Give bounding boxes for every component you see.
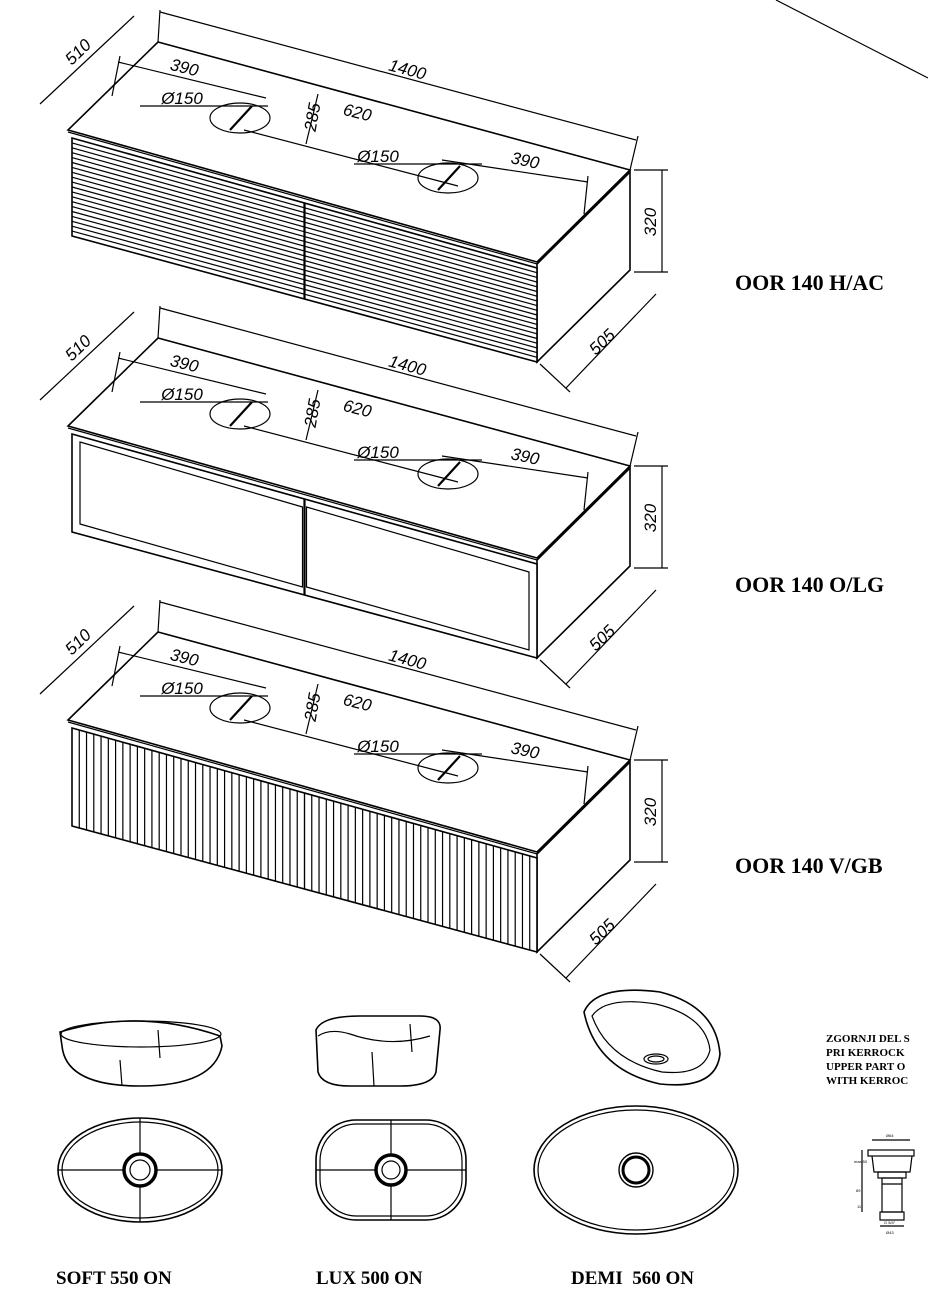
installation-note: ZGORNJI DEL S PRI KERROCK UPPER PART O W…	[826, 1033, 910, 1087]
drain-label: max 50	[854, 1159, 868, 1164]
extension-line	[157, 599, 161, 633]
dimension-label: 320	[641, 503, 660, 532]
sink-marker	[437, 755, 461, 781]
dimension-label: 510	[61, 35, 95, 69]
sink-marker	[229, 401, 253, 427]
drain-label: Ø43	[886, 1230, 894, 1235]
dimension-line	[39, 311, 135, 401]
drain-label: G 5/4"	[884, 1220, 896, 1225]
sink-hole	[209, 692, 271, 724]
dimension-line	[565, 293, 657, 389]
dimension-label: 510	[61, 331, 95, 365]
dimension-line	[565, 589, 657, 685]
basin-label: SOFT 550 ON	[56, 1268, 172, 1289]
extension-line	[111, 645, 121, 687]
dimension-label: 285	[301, 397, 325, 430]
sink-marker	[229, 695, 253, 721]
basin-lux-perspective	[315, 1015, 441, 1087]
extension-line	[539, 953, 571, 983]
dimension-label: 320	[641, 797, 660, 826]
corner-line	[775, 0, 928, 79]
dimension-label: Ø150	[160, 385, 203, 404]
dimension-line	[117, 651, 267, 689]
dimension-line	[159, 11, 637, 141]
extension-line	[539, 659, 571, 689]
dimension-label: 1400	[387, 352, 429, 380]
dimension-line	[117, 61, 267, 99]
sink-hole	[417, 162, 479, 194]
extension-line	[111, 351, 121, 393]
extension-line	[111, 55, 121, 97]
dimension-line	[159, 307, 637, 437]
model-label: OOR 140 O/LG	[735, 572, 884, 597]
dimension-line	[565, 883, 657, 979]
dimension-label: Ø150	[356, 737, 399, 756]
dimension-line	[243, 425, 459, 483]
dimension-label: Ø150	[356, 147, 399, 166]
dimension-label: Ø150	[160, 679, 203, 698]
basin-demi-perspective	[583, 989, 721, 1086]
dimension-line	[39, 15, 135, 105]
note-line: UPPER PART O	[826, 1061, 906, 1073]
dimension-label: 510	[61, 625, 95, 659]
dimension-line	[159, 601, 637, 731]
sink-marker	[437, 165, 461, 191]
extension-line	[583, 765, 589, 805]
sink-hole	[209, 398, 271, 430]
sink-marker	[437, 461, 461, 487]
model-label: OOR 140 V/GB	[735, 853, 883, 878]
dimension-label: 505	[585, 915, 619, 949]
dimension-line	[243, 129, 459, 187]
drain-label: Ø64	[886, 1133, 894, 1138]
dimension-line	[117, 357, 267, 395]
extension-line	[629, 725, 639, 761]
sink-marker	[229, 105, 253, 131]
extension-line	[629, 431, 639, 467]
extension-line	[629, 135, 639, 171]
basin-soft-plan	[57, 1117, 223, 1223]
note-line: ZGORNJI DEL S	[826, 1033, 910, 1045]
dimension-line	[243, 719, 459, 777]
dimension-line	[39, 605, 135, 695]
sink-hole	[209, 102, 271, 134]
dimension-label: 285	[301, 691, 325, 724]
dimension-label: Ø150	[356, 443, 399, 462]
sink-hole	[417, 752, 479, 784]
extension-line	[539, 363, 571, 393]
sink-hole	[417, 458, 479, 490]
dimension-label: 1400	[387, 56, 429, 84]
basin-soft-perspective	[59, 1020, 223, 1087]
extension-line	[157, 9, 161, 43]
extension-line	[157, 305, 161, 339]
dimension-line	[305, 389, 319, 441]
drain-label: 11	[857, 1204, 862, 1209]
dimension-line	[305, 683, 319, 735]
dimension-label: 505	[585, 621, 619, 655]
basin-label: DEMI 560 ON	[571, 1268, 694, 1289]
dimension-label: 285	[301, 101, 325, 134]
drain-sketch: Ø64 max 50 89 11 G 5/4" Ø43	[854, 1133, 915, 1235]
drawer-panel	[305, 506, 530, 651]
dimension-label: 320	[641, 207, 660, 236]
note-line: PRI KERROCK	[826, 1047, 905, 1059]
extension-line	[583, 471, 589, 511]
dimension-label: 505	[585, 325, 619, 359]
model-label: OOR 140 H/AC	[735, 270, 884, 295]
dimension-label: Ø150	[160, 89, 203, 108]
drawer-panel	[79, 441, 304, 588]
dimension-line	[305, 93, 319, 145]
basin-demi-plan	[533, 1105, 739, 1235]
extension-line	[583, 175, 589, 215]
basin-label: LUX 500 ON	[316, 1268, 423, 1289]
basin-lux-plan	[315, 1119, 467, 1221]
note-line: WITH KERROC	[826, 1075, 908, 1087]
drain-label: 89	[856, 1188, 861, 1193]
dimension-label: 1400	[387, 646, 429, 674]
